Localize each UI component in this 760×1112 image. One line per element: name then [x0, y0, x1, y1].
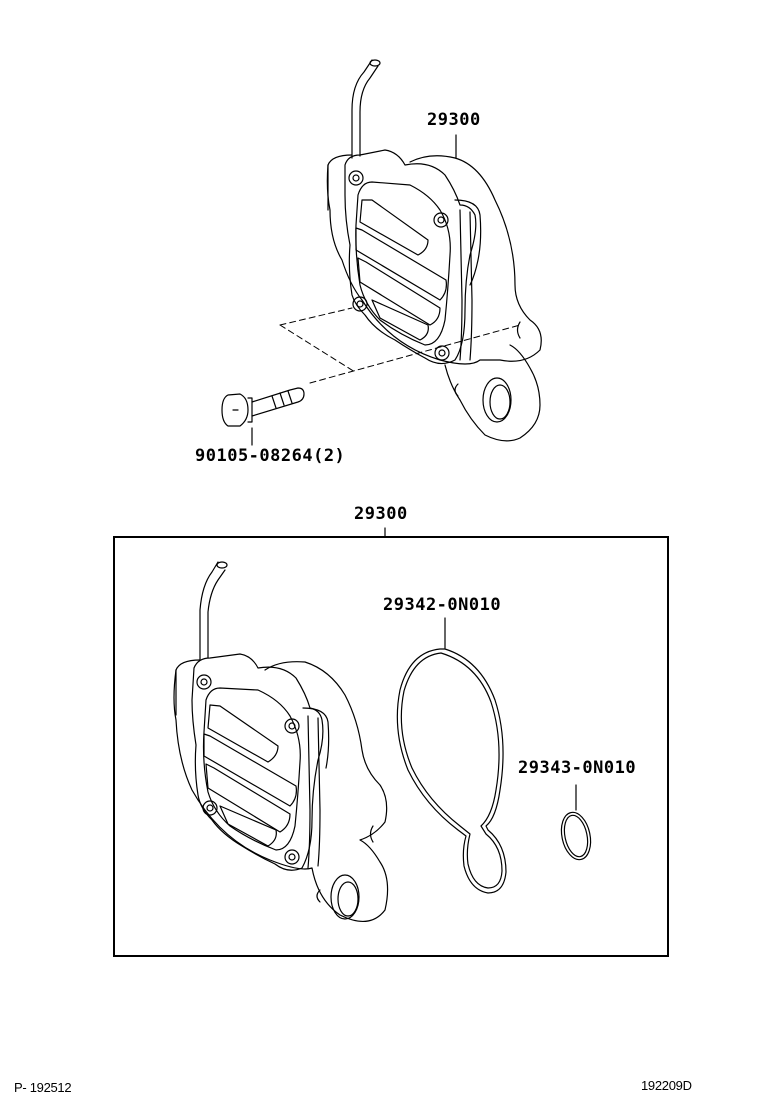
alignment-dashes	[279, 307, 521, 384]
part-label-bolt: 90105-08264(2)	[195, 446, 346, 466]
kit-contents-box	[113, 536, 669, 957]
o-ring-29343-drawing	[560, 784, 592, 861]
part-label-29300-top: 29300	[427, 110, 481, 130]
footer-left-code: P- 192512	[14, 1080, 72, 1095]
vacuum-pump-top-drawing	[326, 59, 542, 442]
bolt-drawing	[221, 387, 305, 446]
gasket-29342-drawing	[396, 617, 507, 894]
part-label-gasket: 29342-0N010	[383, 595, 502, 615]
vacuum-pump-kit-drawing	[173, 561, 389, 922]
part-label-29300-kit: 29300	[354, 504, 408, 524]
footer-right-code: 192209D	[641, 1078, 692, 1093]
part-label-o-ring: 29343-0N010	[518, 758, 637, 778]
